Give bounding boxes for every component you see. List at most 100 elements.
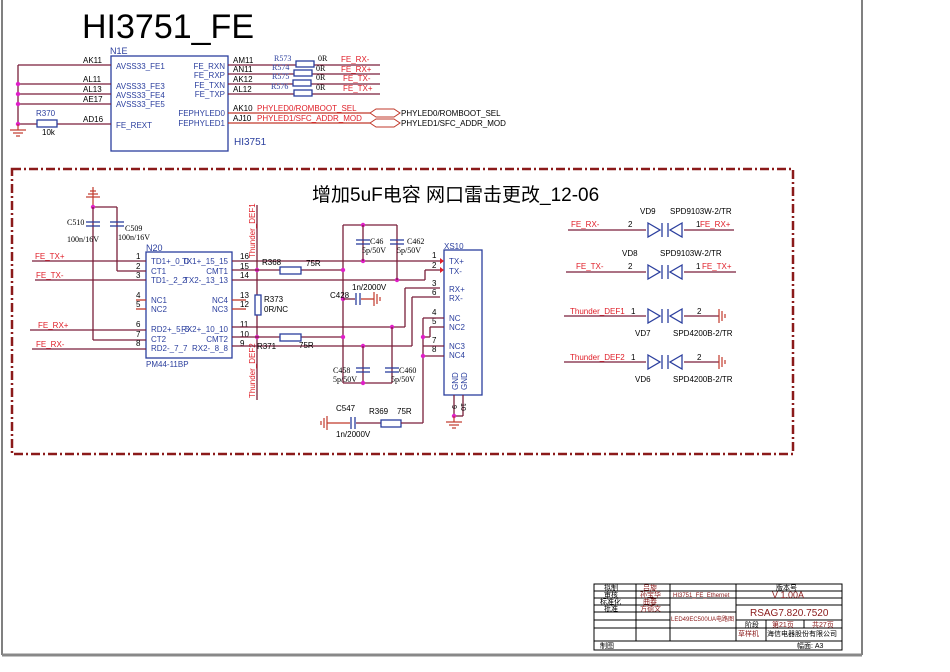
pin-number: 2: [697, 307, 702, 316]
pin-name: FEPHYLED1: [178, 119, 225, 128]
ball-label: AK12: [233, 75, 253, 84]
resistor-r574: [293, 69, 313, 77]
tvs-diode-icon: [646, 307, 684, 325]
pin-number: 1: [631, 307, 636, 316]
pin-number: 9: [240, 339, 245, 348]
revision-area-border: [10, 167, 795, 456]
pin-number: 6: [432, 288, 437, 297]
revision-note: 增加5uF电容 网口雷击更改_12-06: [312, 184, 599, 206]
tb-name: 吕旋: [643, 583, 657, 592]
res-ref: R369: [369, 407, 389, 416]
capacitor-c462: [390, 239, 404, 245]
ball-label: AJ10: [233, 114, 252, 123]
tb-role: 拟制: [604, 583, 618, 592]
net-label: Thunder_DEF1: [248, 203, 257, 258]
pin-number: 12: [240, 300, 249, 309]
cap-ref: C510: [67, 218, 84, 227]
pin-name: TD1+_0_0: [151, 257, 189, 266]
pin-number: 3: [136, 271, 141, 280]
pin-name: CT2: [151, 335, 167, 344]
pin-number: 3: [432, 279, 437, 288]
net-label: FE_TX+: [343, 84, 373, 93]
net-label: FE_TX+: [35, 252, 65, 261]
pin-name: NC: [449, 314, 461, 323]
net-label: PHYLED0/ROMBOOT_SEL: [257, 104, 357, 113]
res-ref: R373: [264, 295, 284, 304]
pin-number: 10: [240, 330, 249, 339]
tvs-vd9: FE_RX- 2 1 FE_RX+ VD9 SPD9103W-2/TR: [568, 207, 734, 239]
net-label: FE_RX-: [571, 220, 600, 229]
res-val: 75R: [397, 407, 412, 416]
res-ref: R573: [274, 54, 291, 63]
pin-name: TX2-_13_13: [184, 276, 229, 285]
tvs-ref: VD9: [640, 207, 656, 216]
pin-number: 8: [432, 345, 437, 354]
pin-number: 2: [432, 261, 437, 270]
chassis-ground-icon: [718, 355, 726, 369]
net-label: FE_RX+: [38, 321, 69, 330]
res-ref: R576: [271, 82, 288, 91]
pin-name: TX+: [449, 257, 464, 266]
tb-company: 海信电器股份有限公司: [767, 629, 837, 638]
tvs-vd6: Thunder_DEF2 1 2 VD6 SPD4200B-2/TR: [564, 353, 733, 384]
net-label: FE_RX+: [341, 65, 372, 74]
tvs-diode-icon: [646, 353, 684, 371]
tb-doc-number: RSAG7.820.7520: [750, 608, 829, 619]
chassis-ground-icon: [718, 309, 726, 323]
ball-label: AK10: [233, 104, 253, 113]
pin-name: FE_TXP: [195, 90, 225, 99]
net-label: PHYLED1/SFC_ADDR_MOD: [257, 114, 362, 123]
soc-part: HI3751: [234, 137, 267, 148]
cap-val: 5p/50V: [391, 375, 415, 384]
pin-number: 8: [136, 339, 141, 348]
pin-name: NC3: [449, 342, 466, 351]
cap-val: 5p/50V: [397, 246, 421, 255]
ball-label: AD16: [83, 115, 104, 124]
tb-board: LED49EC500UA电路图: [671, 615, 734, 623]
pin-number: 1: [696, 220, 701, 229]
tb-version: V 1.00A: [772, 590, 804, 600]
pin-number: 4: [136, 291, 141, 300]
ball-label: AK11: [83, 56, 103, 65]
tvs-diode-icon: [646, 263, 684, 281]
pin-name: NC2: [151, 305, 168, 314]
pin-number: 7: [136, 330, 141, 339]
tvs-vd7: Thunder_DEF1 1 2 VD7 SPD4200B-2/TR: [564, 307, 733, 338]
tb-role: 标准化: [600, 597, 621, 606]
pin-name: FE_RXN: [193, 62, 225, 71]
pin-name: FE_RXP: [194, 71, 225, 80]
ball-label: AM11: [233, 56, 254, 65]
pin-name: TD1-_2_2: [151, 276, 187, 285]
transformer-refdes: N20: [146, 243, 163, 253]
r370-ref: R370: [36, 109, 56, 118]
tb-size: 幅面: A3: [797, 641, 824, 650]
title-block: 拟制 审核 标准化 批准 吕旋 孙宝华 曲春 方德文 HI3751_FE_Eth…: [593, 583, 843, 651]
tb-drawing-title: HI3751_FE_Ethernet: [673, 593, 730, 599]
resistor-r368: [279, 266, 302, 275]
net-label: FE_RX-: [36, 340, 65, 349]
res-val: 0R: [318, 54, 328, 63]
resistor-r371: [279, 333, 302, 342]
ground-icon: [86, 187, 100, 207]
pin-name: NC4: [449, 351, 466, 360]
capacitor-c547: [350, 417, 356, 429]
net-label: FE_TX+: [702, 262, 732, 271]
chassis-ground-icon: [320, 416, 328, 430]
cap-ref: C46: [370, 237, 383, 246]
net-label: FE_RX-: [341, 55, 370, 64]
pin-name: RX2+_10_10: [181, 325, 228, 334]
res-ref: R574: [272, 63, 289, 72]
soc-left-pins: AK11 AL11 AL13 AE17 AD16 AVSS33_FE1 AVSS…: [10, 56, 165, 137]
pin-number: 1: [631, 353, 636, 362]
pin-name: AVSS33_FE4: [116, 91, 165, 100]
pin-name: GND: [451, 372, 460, 390]
ball-label: AL12: [233, 85, 252, 94]
soc-refdes: N1E: [110, 46, 128, 56]
ball-label: AL11: [83, 75, 102, 84]
transformer-body: [145, 251, 233, 359]
chassis-ground-icon: [373, 292, 381, 306]
cap-ref: C509: [125, 224, 142, 233]
ball-label: AE17: [83, 95, 103, 104]
res-ref: R371: [257, 342, 277, 351]
ball-label: AN11: [233, 65, 253, 74]
